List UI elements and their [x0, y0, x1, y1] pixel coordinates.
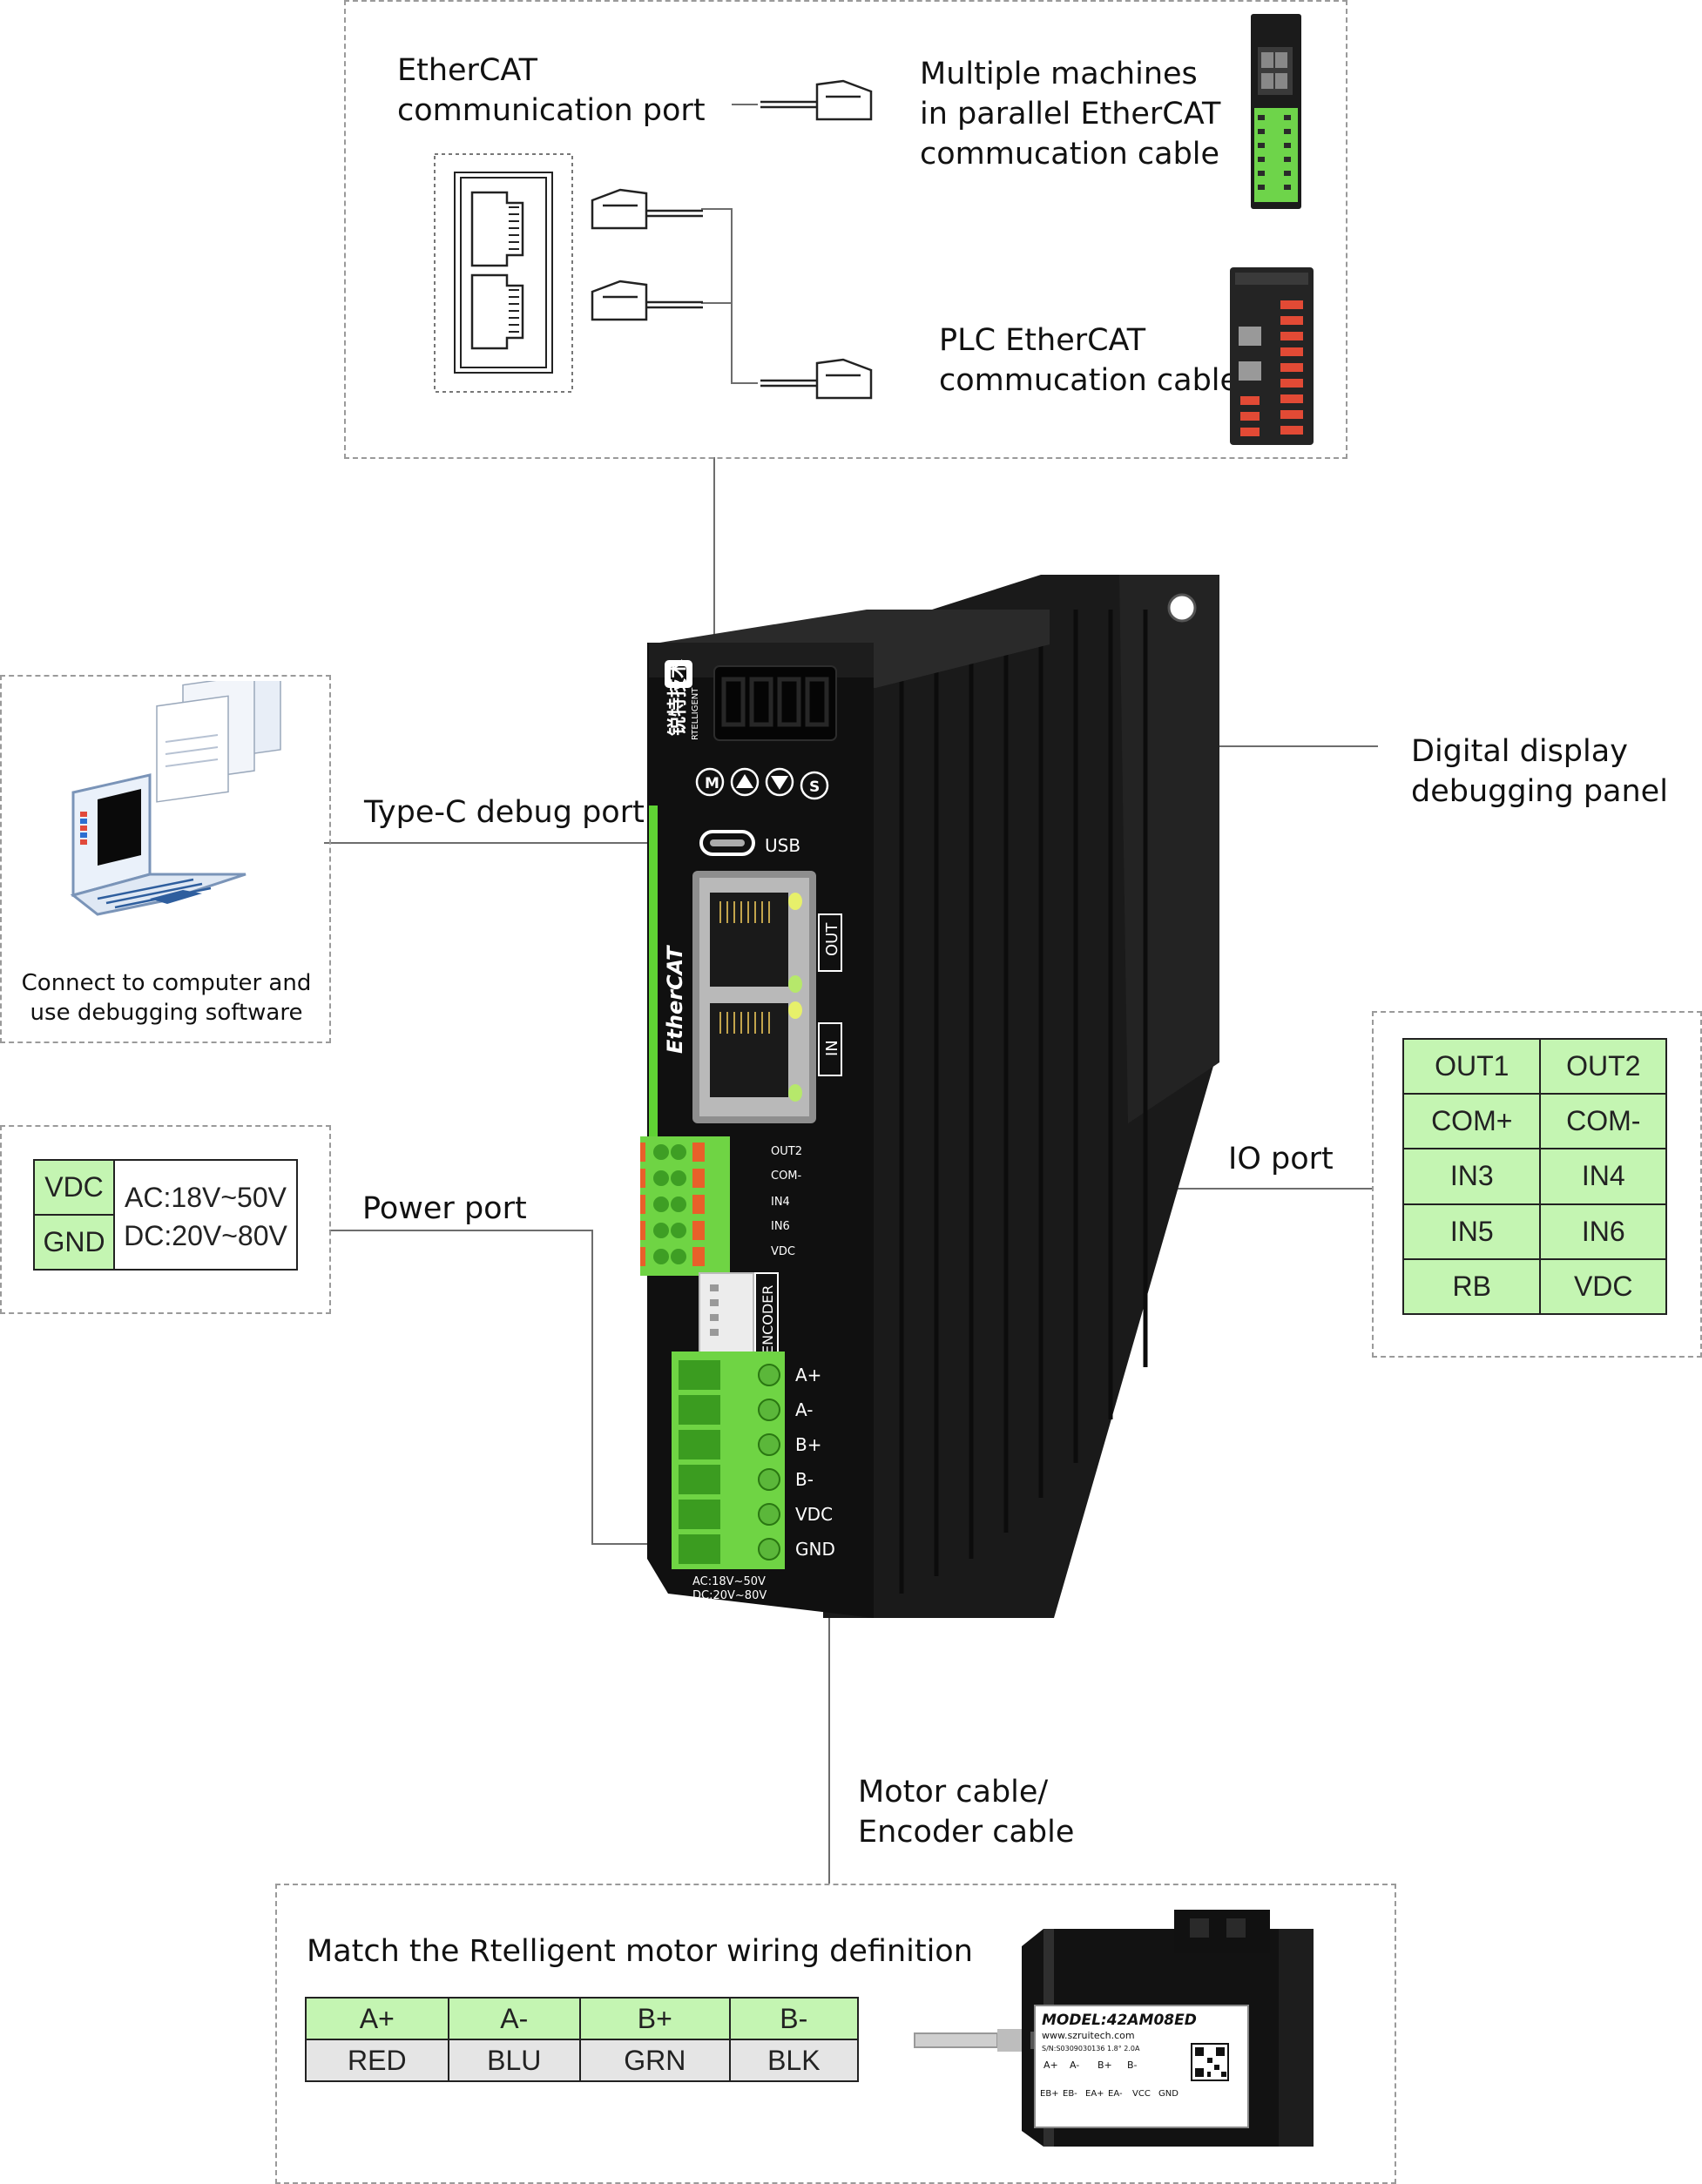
- parallel-cable-label: Multiple machines in parallel EtherCAT c…: [920, 57, 1221, 172]
- io-cell: IN3: [1401, 1148, 1542, 1205]
- s-button-label: S: [809, 779, 820, 796]
- wire-header-cell: A-: [447, 1997, 581, 2040]
- motor-wiring-title: Match the Rtelligent motor wiring defini…: [307, 1934, 973, 1969]
- motor-pin-label: VDC: [795, 1504, 833, 1525]
- motor-wiring-box: [275, 1884, 1396, 2184]
- io-cell: COM-: [1539, 1093, 1667, 1150]
- brand-en-text: RTELLIGENT: [691, 687, 700, 740]
- io-cell: IN5: [1401, 1203, 1542, 1260]
- computer-caption: Connect to computer and use debugging so…: [21, 970, 312, 1026]
- rj45-plug-icon: [591, 280, 703, 321]
- motor-pin-label: B+: [795, 1434, 821, 1455]
- down-arrow-icon: [771, 776, 788, 790]
- usb-c-port: [699, 830, 755, 856]
- servo-drive-image: 锐特技术 RTELLIGENT M S USB OUT IN EtherCAT …: [640, 575, 1219, 1618]
- down-button: [765, 767, 794, 797]
- digital-display-label: Digital display debugging panel: [1411, 734, 1668, 809]
- usb-label: USB: [765, 835, 800, 856]
- wire-header-cell: B+: [578, 1997, 731, 2040]
- typec-label: Type-C debug port: [364, 795, 645, 830]
- up-arrow-icon: [736, 774, 753, 788]
- motor-pin-label: GND: [795, 1539, 835, 1560]
- motor-wire-label: EA-: [1108, 2089, 1123, 2099]
- motor-model-text: MODEL:42AM08ED: [1042, 2012, 1197, 2029]
- io-pin-label: OUT2: [771, 1145, 802, 1158]
- motor-wire-label: A+: [1043, 2059, 1058, 2071]
- io-pin-label: COM-: [771, 1170, 802, 1183]
- motor-wire-label: GND: [1158, 2089, 1179, 2099]
- encoder-label: ENCODER: [760, 1285, 776, 1354]
- wire-header-cell: B-: [728, 1997, 860, 2040]
- io-cell: RB: [1401, 1257, 1542, 1316]
- power-ac-range: AC:18V~50V: [125, 1181, 287, 1213]
- io-cell: OUT2: [1539, 1037, 1667, 1095]
- io-cell: IN6: [1539, 1203, 1667, 1260]
- motor-wiring-table: A+ A- B+ B- RED BLU GRN BLK: [305, 1997, 860, 2082]
- wire-color-cell: BLU: [447, 2039, 581, 2082]
- power-port-label: Power port: [362, 1191, 527, 1226]
- io-cell: COM+: [1401, 1093, 1542, 1150]
- power-port-box: [0, 1125, 331, 1314]
- computer-debug-box: [0, 675, 331, 1043]
- stepper-motor-image: MODEL:42AM08ED www.szruitech.com S/N:S03…: [914, 1910, 1314, 2147]
- bottom-rating-text: AC:18V~50V: [692, 1575, 766, 1588]
- plc-cable-label: PLC EtherCAT commucation cable: [939, 323, 1239, 398]
- rj45-socket-diagram: [434, 153, 573, 393]
- up-button: [730, 767, 760, 797]
- s-button: [800, 771, 829, 800]
- motor-wire-label: EB+: [1040, 2089, 1059, 2099]
- motor-wire-label: EB-: [1063, 2089, 1077, 2099]
- wire-header-cell: A+: [305, 1997, 449, 2040]
- motor-wire-label: B-: [1127, 2059, 1138, 2071]
- in-label: IN: [823, 1040, 841, 1056]
- io-cell: IN4: [1539, 1148, 1667, 1205]
- ethercat-logo-text: EtherCAT: [663, 945, 687, 1054]
- power-table: VDC AC:18V~50V DC:20V~80V GND: [33, 1159, 298, 1271]
- motor-wire-label: VCC: [1132, 2089, 1151, 2099]
- motor-serial-text: S/N:S0309030136 1.8° 2.0A: [1042, 2045, 1140, 2053]
- rj45-plug-icon: [760, 79, 873, 121]
- motor-cable-label: Motor cable/ Encoder cable: [858, 1775, 1075, 1850]
- ethercat-port-box: [344, 0, 1347, 459]
- motor-wire-label: EA+: [1085, 2089, 1104, 2099]
- io-cell: VDC: [1539, 1257, 1667, 1316]
- wire-color-cell: GRN: [578, 2039, 731, 2082]
- io-pin-label: IN6: [771, 1220, 790, 1233]
- io-table: OUT1 OUT2 COM+ COM- IN3 IN4 IN5 IN6 RB V…: [1401, 1037, 1667, 1316]
- motor-pin-label: A-: [795, 1399, 813, 1420]
- io-cell: OUT1: [1401, 1037, 1542, 1095]
- io-pin-label: VDC: [771, 1245, 795, 1258]
- rj45-plug-icon: [760, 358, 873, 400]
- motor-url-text: www.szruitech.com: [1042, 2030, 1135, 2041]
- drive-thumbnail-image: [1251, 14, 1301, 209]
- wire-color-cell: BLK: [728, 2039, 860, 2082]
- rj45-plug-icon: [591, 188, 703, 230]
- motor-wire-label: A-: [1070, 2059, 1079, 2071]
- motor-pin-label: B-: [795, 1469, 814, 1490]
- wire-color-cell: RED: [305, 2039, 449, 2082]
- io-port-box: [1372, 1011, 1702, 1358]
- motor-pin-label: A+: [795, 1365, 821, 1385]
- brand-cn-text: 锐特技术: [666, 659, 689, 736]
- io-port-label: IO port: [1228, 1142, 1334, 1176]
- m-button-label: M: [705, 775, 719, 792]
- laptop-software-icon: [70, 681, 281, 916]
- motor-wire-label: B+: [1098, 2059, 1112, 2071]
- bottom-rating-text: DC:20V~80V: [692, 1589, 767, 1602]
- out-label: OUT: [823, 922, 841, 956]
- encoder-connector: [699, 1272, 754, 1357]
- ethercat-port-label: EtherCAT communication port: [397, 53, 706, 128]
- power-dc-range: DC:20V~80V: [124, 1219, 287, 1251]
- plc-thumbnail-image: [1230, 267, 1314, 445]
- qr-code-icon: [1191, 2043, 1229, 2081]
- power-gnd-cell: GND: [33, 1214, 115, 1271]
- m-button: [695, 767, 725, 797]
- power-vdc-cell: VDC: [33, 1159, 115, 1216]
- io-pin-label: IN4: [771, 1196, 790, 1209]
